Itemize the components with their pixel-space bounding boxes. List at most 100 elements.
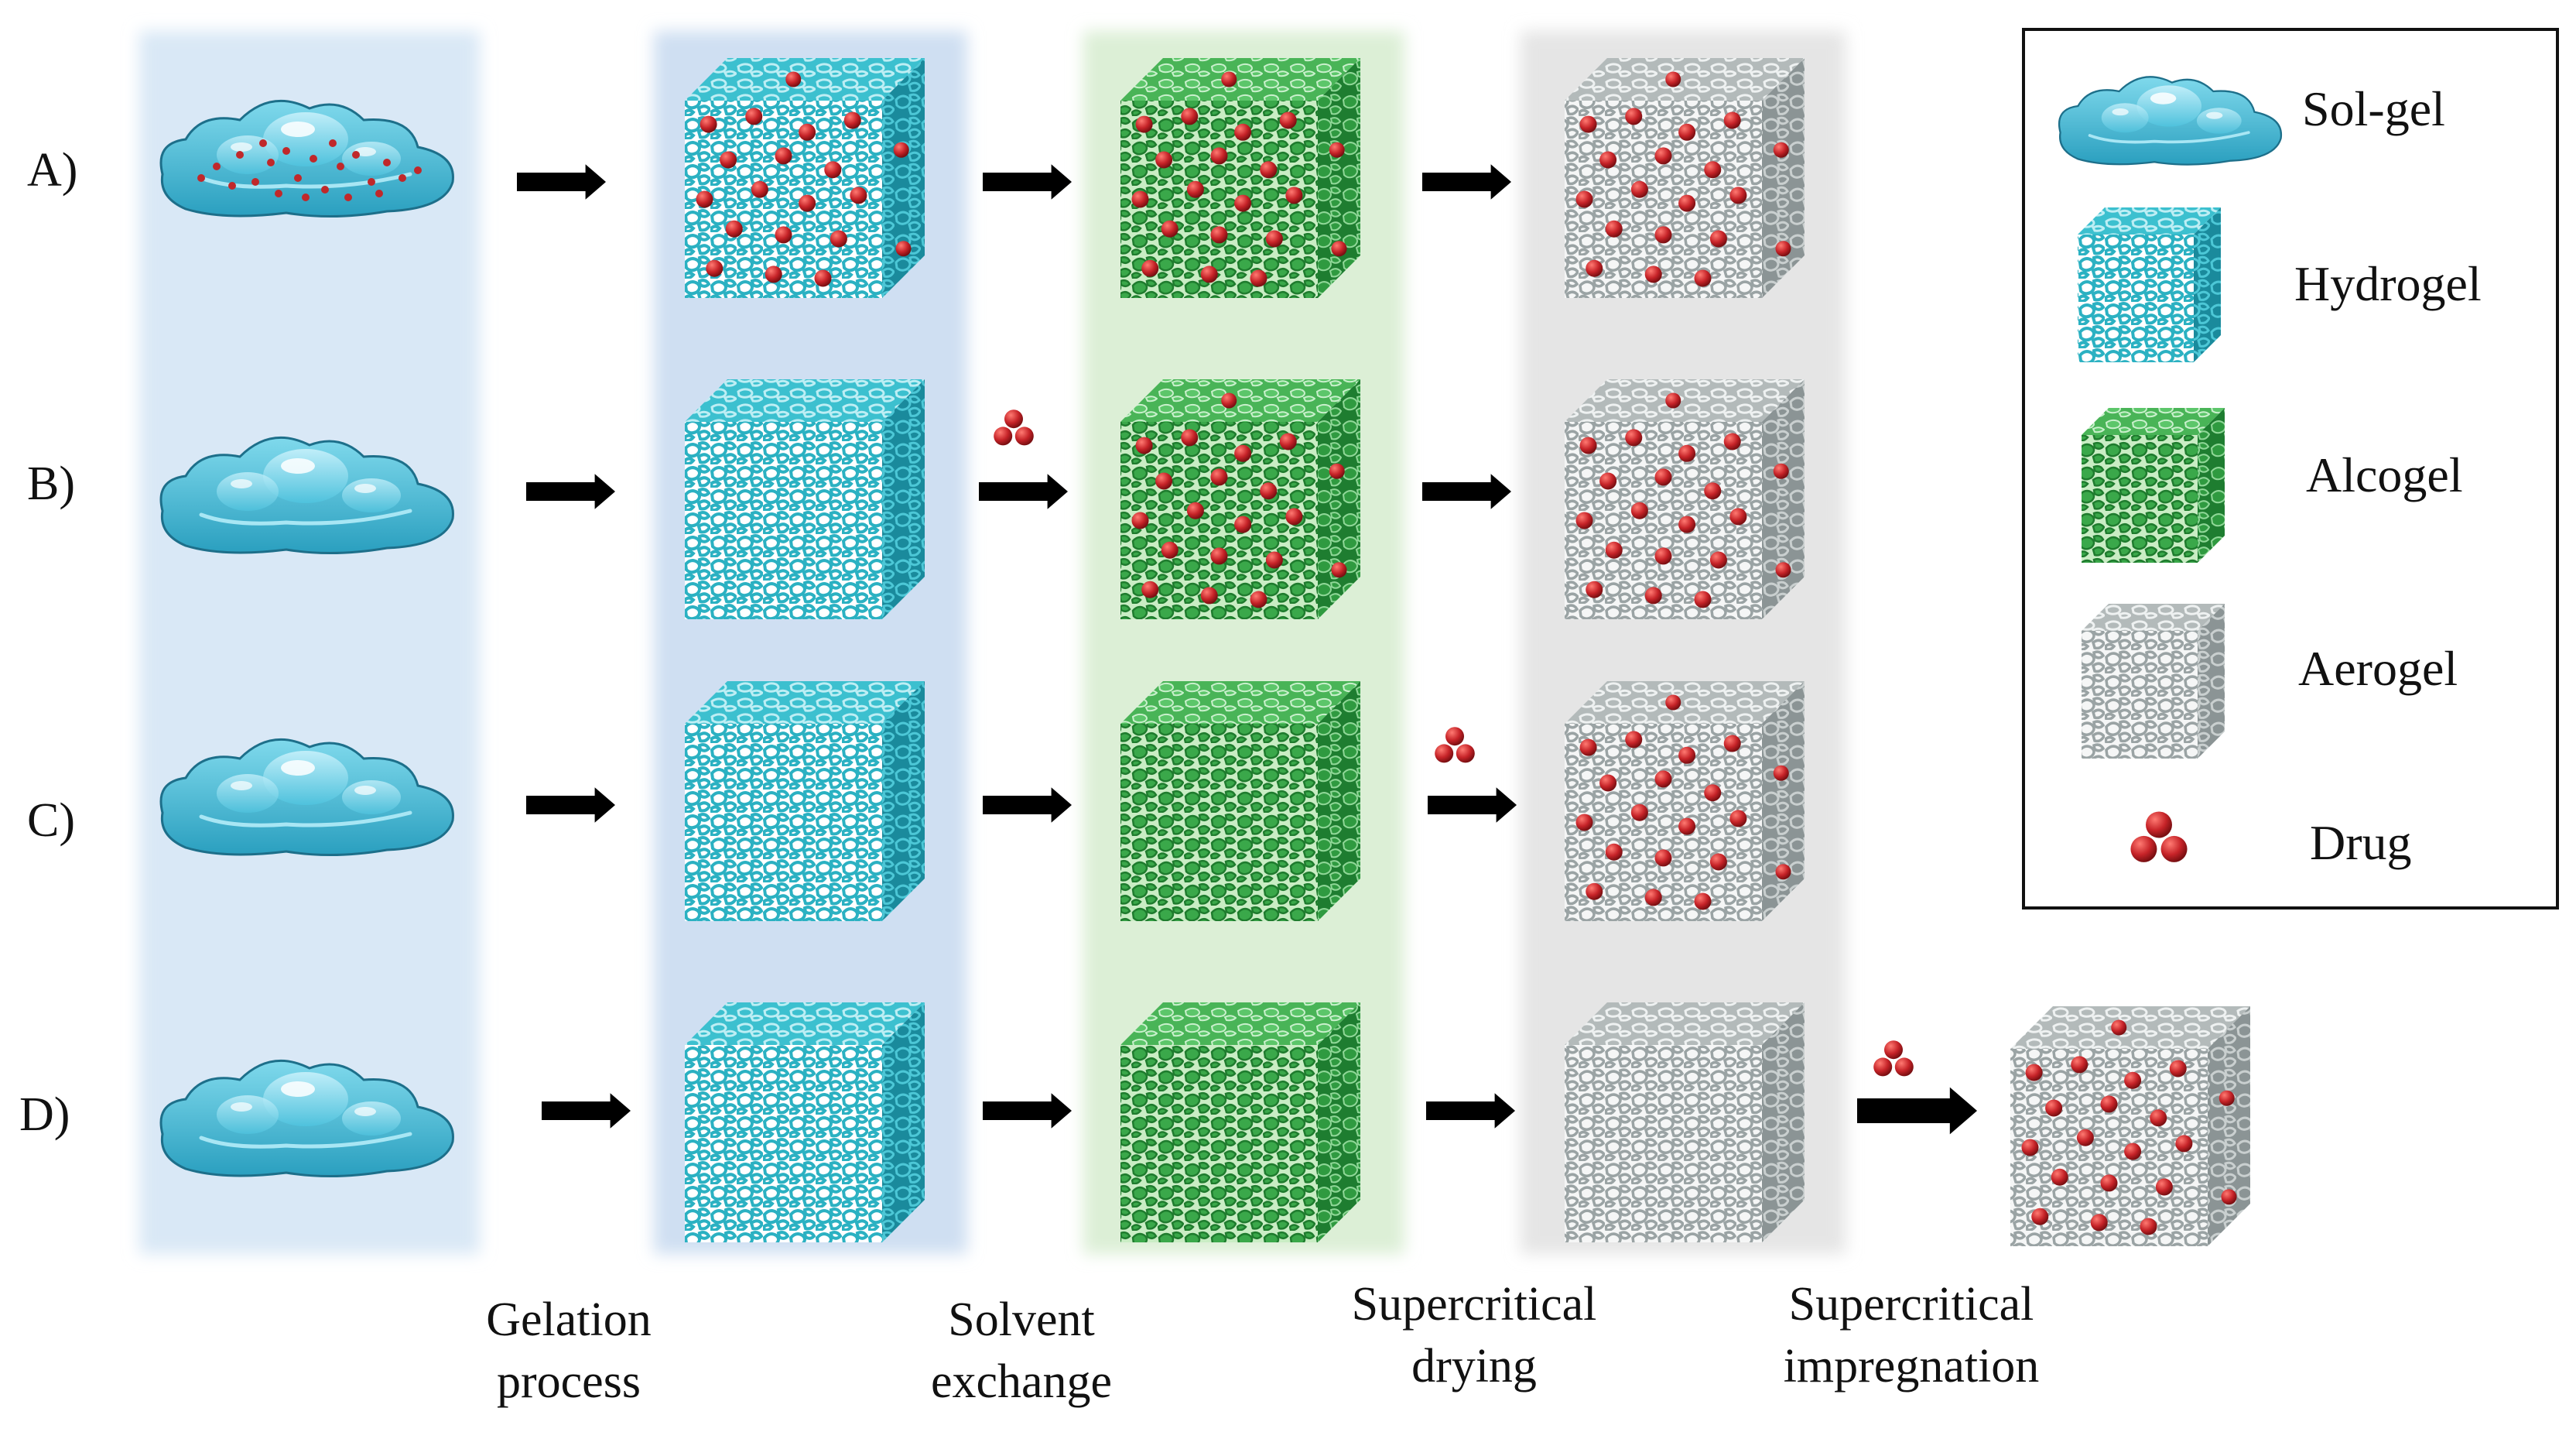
sol-gel-blob xyxy=(159,99,454,218)
sol-gel-shine xyxy=(231,1102,252,1112)
drug-particle xyxy=(1131,190,1149,208)
drug-particle xyxy=(1723,433,1741,450)
alco-cube xyxy=(1120,58,1360,298)
process-arrow xyxy=(526,474,615,509)
aero-cube-side xyxy=(1762,58,1805,298)
drug-particle xyxy=(2025,1064,2043,1081)
drug-particle xyxy=(775,147,792,165)
aero-cube-side xyxy=(1762,1002,1805,1242)
hydro-cube-front xyxy=(2078,235,2194,362)
drug-particle xyxy=(1709,230,1727,248)
drug-particle xyxy=(1210,147,1228,165)
hydro-cube xyxy=(685,379,925,619)
hydro-cube-side xyxy=(2194,207,2221,362)
column-sol-gel-bg xyxy=(139,31,480,1254)
sol-gel-bulge xyxy=(2101,103,2149,133)
step-impregnation-line1: Supercritical xyxy=(1789,1278,2034,1331)
sol-gel-shine xyxy=(281,1081,315,1097)
drug-particle xyxy=(1200,266,1218,283)
hydro-cube-side xyxy=(882,1002,925,1242)
drug-particle xyxy=(1181,429,1199,447)
drug-particle xyxy=(1665,71,1681,87)
drug-particle xyxy=(1704,784,1722,802)
drug-particle xyxy=(259,139,267,147)
drug-particle xyxy=(850,187,867,204)
drug-particle xyxy=(1630,502,1648,519)
sol-gel-highlight xyxy=(199,1132,412,1149)
aero-cube-top xyxy=(1565,1002,1805,1045)
sol-gel-bulge xyxy=(217,135,279,174)
drug-particle xyxy=(1586,581,1603,598)
drug-particle xyxy=(696,190,713,208)
sol-gel-shine xyxy=(354,484,376,493)
hydro-cube-top xyxy=(685,681,925,724)
drug-particle xyxy=(1250,269,1267,287)
drug-particle xyxy=(1678,817,1696,835)
drug-particle xyxy=(1131,512,1149,529)
process-arrow xyxy=(517,164,606,200)
drug-particle xyxy=(1678,194,1696,212)
drug-particle xyxy=(1161,220,1179,238)
sol-gel-bulge xyxy=(217,472,279,511)
drug-particle xyxy=(1435,744,1454,763)
drug-cluster-icon xyxy=(994,409,1034,446)
process-arrow xyxy=(1857,1087,1977,1135)
drug-particle xyxy=(2175,1135,2193,1153)
drug-particle xyxy=(2071,1056,2089,1074)
step-solvent-line2: exchange xyxy=(931,1355,1112,1408)
drug-particle xyxy=(1285,508,1303,526)
drug-particle xyxy=(1644,889,1662,906)
drug-particle xyxy=(1694,591,1712,608)
drug-particle xyxy=(352,151,360,159)
drug-particle xyxy=(725,220,743,238)
aero-cube-top xyxy=(2010,1006,2250,1049)
drug-particle xyxy=(1155,472,1173,490)
aero-cube xyxy=(2010,1006,2250,1246)
sol-gel-bulge xyxy=(342,142,401,176)
drug-particle xyxy=(1605,220,1623,238)
alco-cube-top xyxy=(1120,58,1360,101)
drug-particle xyxy=(2130,835,2157,862)
drug-particle xyxy=(1678,746,1696,764)
row-label-c: C) xyxy=(27,794,75,847)
hydro-cube-side xyxy=(882,379,925,619)
sol-gel-blob xyxy=(159,738,454,857)
sol-gel-shine xyxy=(2206,111,2223,119)
drug-particle xyxy=(2111,1019,2127,1036)
sol-gel-shine xyxy=(2150,92,2177,104)
drug-particle xyxy=(994,427,1013,446)
drug-particle xyxy=(275,190,282,197)
drug-particle xyxy=(1894,1057,1914,1077)
drug-particle xyxy=(1210,468,1228,486)
drug-particle xyxy=(321,186,329,194)
process-arrow xyxy=(1422,164,1511,200)
sol-gel-shine xyxy=(231,142,252,152)
drug-particle xyxy=(1704,161,1722,179)
sol-gel-highlight xyxy=(199,509,412,526)
aero-cube xyxy=(1565,58,1805,298)
drug-particle xyxy=(1773,142,1789,158)
drug-particle xyxy=(1644,587,1662,605)
step-gelation-line2: process xyxy=(497,1355,641,1408)
drug-particle xyxy=(213,163,221,170)
drug-particle xyxy=(1234,194,1252,212)
drug-particle xyxy=(1586,882,1603,900)
legend-label-hydrogel: Hydrogel xyxy=(2294,256,2482,311)
drug-particle xyxy=(2076,1129,2094,1146)
drug-particle xyxy=(1186,180,1204,198)
drug-particle xyxy=(294,174,302,182)
drug-particle xyxy=(765,266,782,283)
drug-particle xyxy=(1586,259,1603,277)
sol-gel-shine xyxy=(281,760,315,776)
drug-particle xyxy=(2124,1071,2142,1089)
drug-particle xyxy=(1630,803,1648,821)
hydro-cube-side xyxy=(882,58,925,298)
drug-particle xyxy=(2100,1174,2118,1192)
row-label-a: A) xyxy=(27,144,77,197)
drug-particle xyxy=(1575,190,1593,208)
drug-particle xyxy=(1181,108,1199,125)
drug-particle xyxy=(1665,392,1681,409)
drug-particle xyxy=(1873,1057,1893,1077)
drug-cluster-icon xyxy=(1435,727,1475,763)
legend-label-aerogel: Aerogel xyxy=(2298,641,2458,696)
